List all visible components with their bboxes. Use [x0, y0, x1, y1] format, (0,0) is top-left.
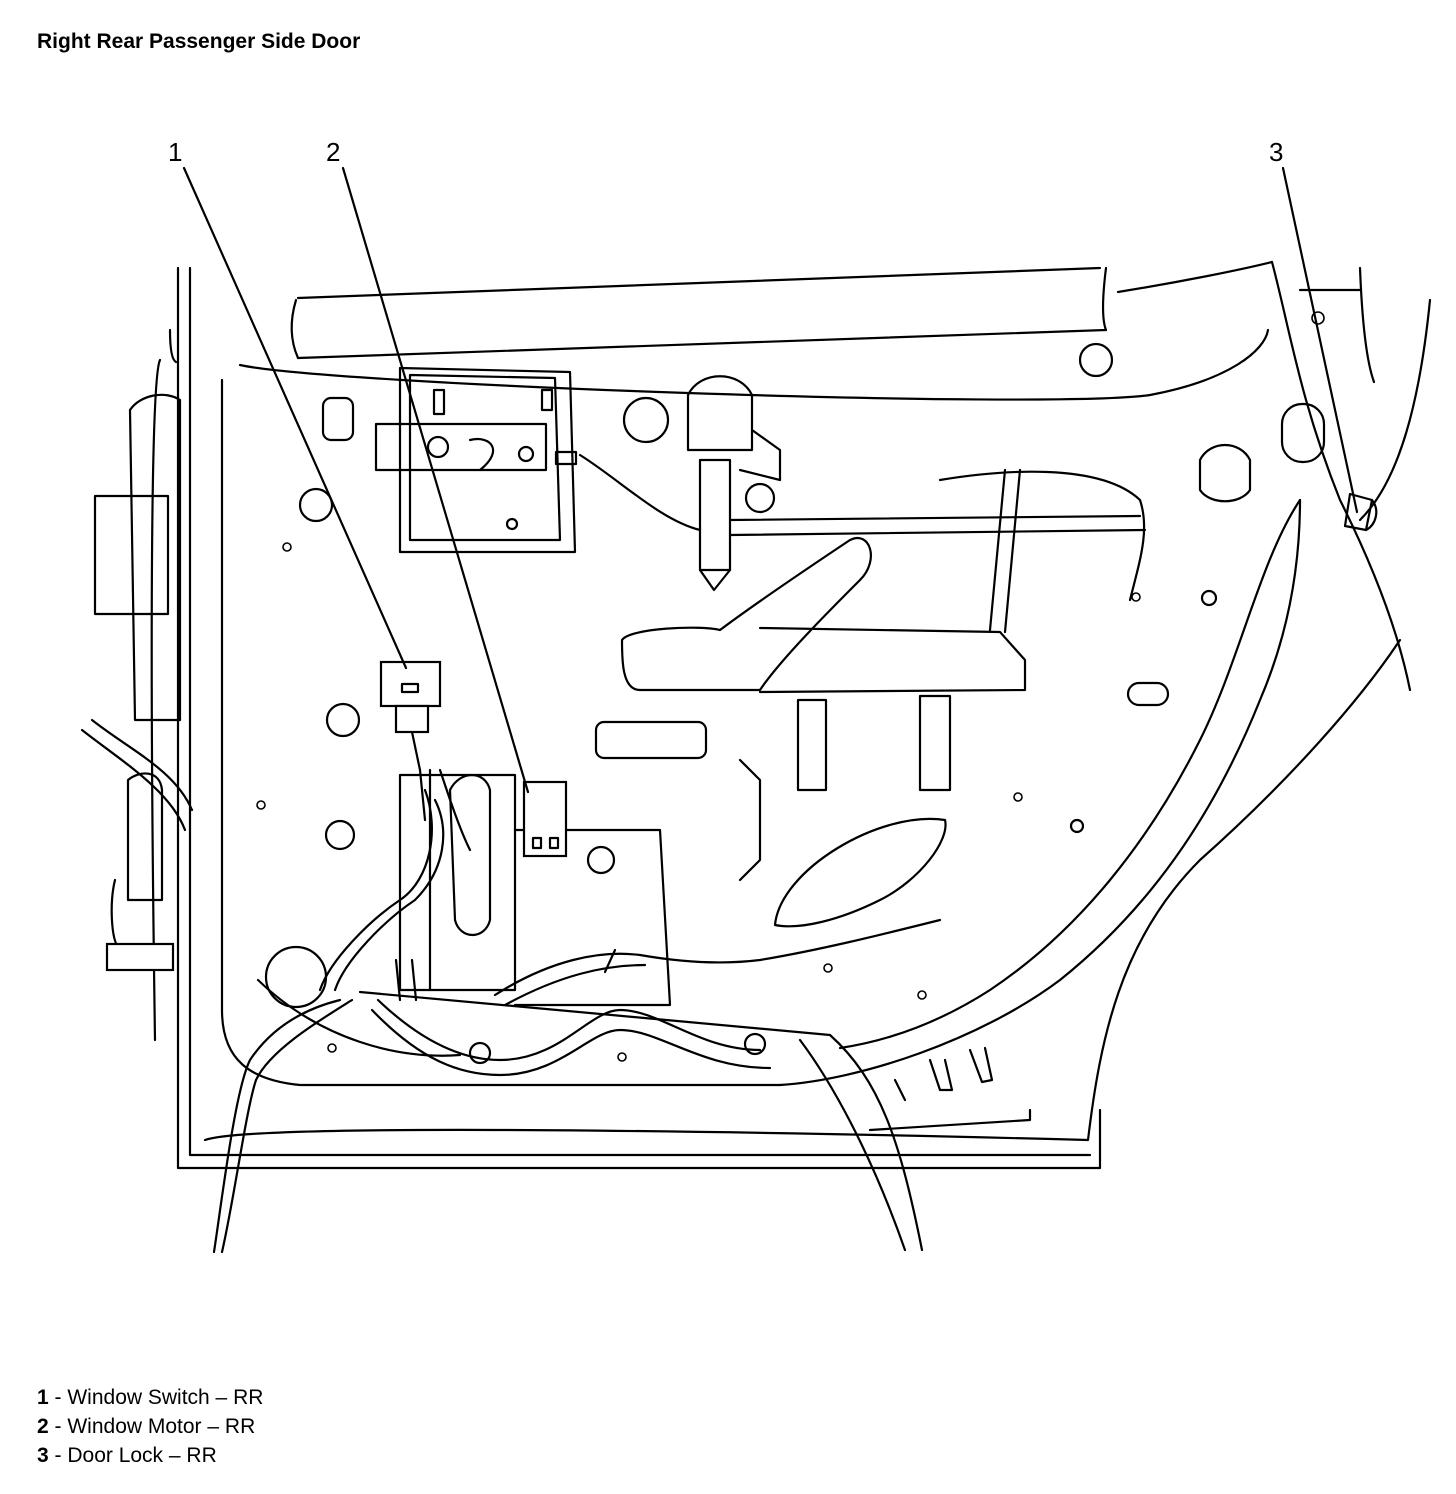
leader-line-2 [341, 166, 530, 794]
leader-line-1 [182, 166, 408, 670]
callout-2: 2 [326, 137, 340, 167]
legend-item-door-lock: 3 - Door Lock – RR [37, 1441, 263, 1470]
legend-text: - Window Motor – RR [48, 1415, 256, 1438]
hinge-pillar [80, 328, 194, 1042]
window-switch-connector [318, 660, 445, 992]
callout-1: 1 [168, 137, 182, 167]
legend-number: 1 [37, 1386, 49, 1409]
legend-text: - Door Lock – RR [48, 1444, 217, 1467]
legend-number: 3 [37, 1444, 49, 1467]
page-title: Right Rear Passenger Side Door [37, 30, 361, 53]
window-motor [398, 768, 672, 1007]
door-lock [1343, 492, 1378, 532]
speaker-area [594, 537, 952, 928]
wire-harness [212, 918, 942, 1254]
callout-leaders [182, 166, 1359, 794]
latch-assembly [374, 366, 578, 554]
legend: 1 - Window Switch – RR 2 - Window Motor … [37, 1383, 263, 1470]
leader-line-3 [1281, 166, 1359, 514]
panel-holes [256, 311, 1326, 1065]
inner-panel [220, 328, 1302, 1132]
legend-text: - Window Switch – RR [48, 1386, 264, 1409]
callout-3: 3 [1269, 137, 1283, 167]
window-regulator-rail [578, 375, 1147, 694]
legend-item-window-motor: 2 - Window Motor – RR [37, 1412, 263, 1441]
legend-number: 2 [37, 1415, 49, 1438]
legend-item-window-switch: 1 - Window Switch – RR [37, 1383, 263, 1412]
lower-ribs [893, 1046, 994, 1102]
